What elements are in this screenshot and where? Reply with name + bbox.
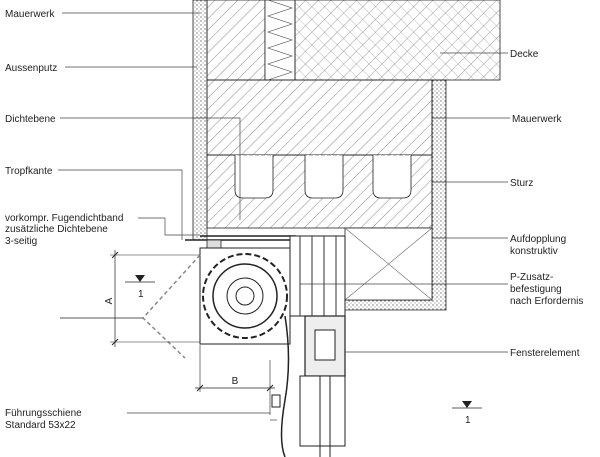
lintel-u-shapes bbox=[234, 155, 412, 199]
label-sturz: Sturz bbox=[510, 178, 533, 189]
svg-text:1: 1 bbox=[465, 415, 471, 426]
upper-masonry bbox=[206, 0, 266, 81]
dimension-b-label: B bbox=[232, 376, 239, 387]
label-mauerwerk-top: Mauerwerk bbox=[5, 9, 55, 20]
aufdopplung-box bbox=[344, 227, 433, 301]
label-zusatz-1: P-Zusatz- bbox=[510, 272, 553, 283]
label-aufdopplung-1: Aufdopplung bbox=[510, 234, 566, 245]
insulation-zigzag bbox=[267, 0, 293, 81]
insulation bbox=[264, 0, 296, 81]
dimension-a-label: A bbox=[104, 297, 115, 304]
label-mauerwerk-right: Mauerwerk bbox=[512, 114, 562, 125]
label-fugendichtband-2: zusätzliche Dichtebene bbox=[5, 224, 108, 235]
ceiling-slab bbox=[294, 0, 501, 81]
window-frame bbox=[271, 235, 346, 457]
label-fugendichtband-1: vorkompr. Fugendichtband bbox=[5, 213, 123, 224]
label-aussenputz: Aussenputz bbox=[5, 63, 57, 74]
label-fugendichtband-3: 3-seitig bbox=[5, 236, 37, 247]
label-fensterelement: Fensterelement bbox=[510, 348, 580, 359]
label-fuehrungsschiene-1: Führungsschiene bbox=[5, 408, 82, 419]
roller-shutter-box bbox=[199, 247, 291, 345]
label-fuehrungsschiene-2: Standard 53x22 bbox=[5, 420, 76, 431]
level-mark-right: 1 bbox=[452, 401, 482, 426]
label-zusatz-3: nach Erfordernis bbox=[510, 296, 583, 307]
lower-masonry bbox=[206, 79, 433, 156]
label-decke: Decke bbox=[510, 49, 539, 60]
label-dichtebene: Dichtebene bbox=[5, 114, 56, 125]
leader-lines bbox=[58, 12, 510, 421]
svg-text:1: 1 bbox=[138, 289, 144, 300]
dimension-a: A bbox=[104, 250, 200, 347]
label-zusatz-2: befestigung bbox=[510, 284, 562, 295]
label-tropfkante: Tropfkante bbox=[5, 166, 53, 177]
aussenputz-layer bbox=[192, 0, 208, 241]
level-mark-left: 1 bbox=[125, 275, 155, 300]
shutter-swing-line bbox=[141, 254, 201, 359]
dimension-b: B bbox=[195, 345, 275, 415]
label-aufdopplung-2: konstruktiv bbox=[510, 246, 558, 257]
